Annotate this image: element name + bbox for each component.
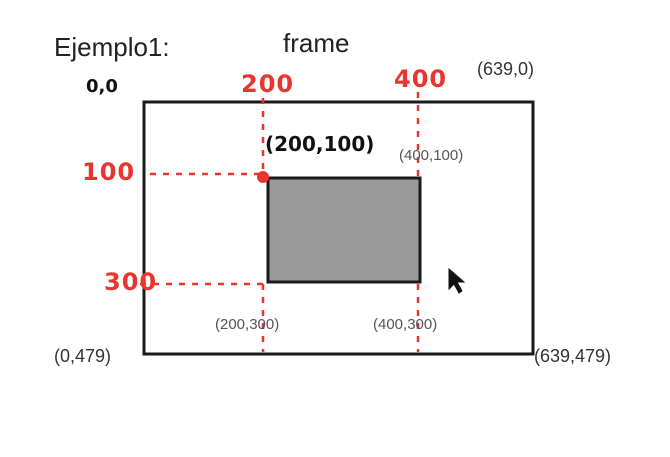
corner-bottom-right-label: (639,479): [534, 346, 612, 366]
mouse-pointer-icon: [448, 267, 466, 294]
origin-label: 0,0: [86, 76, 118, 97]
corner-bottom-left-label: (0,479): [54, 346, 112, 366]
origin-point-marker: [257, 171, 269, 183]
frame-label: frame: [283, 28, 350, 58]
page-title: Ejemplo1:: [54, 32, 170, 62]
corner-top-right-label: (639,0): [477, 59, 535, 79]
guide-label-x200: 200: [241, 70, 295, 98]
guide-label-y100: 100: [82, 158, 136, 186]
frame-outline: [142, 100, 535, 356]
red-guide-lines: [140, 92, 420, 352]
inner-rectangle: [266, 176, 422, 284]
rect-top-left-label: (200,100): [265, 132, 375, 156]
rect-top-right-label: (400,100): [399, 147, 464, 164]
guide-label-y300: 300: [104, 268, 158, 296]
guide-label-x400: 400: [394, 65, 448, 93]
rect-bottom-right-label: (400,300): [373, 316, 438, 333]
rect-bottom-left-label: (200,300): [215, 316, 280, 333]
